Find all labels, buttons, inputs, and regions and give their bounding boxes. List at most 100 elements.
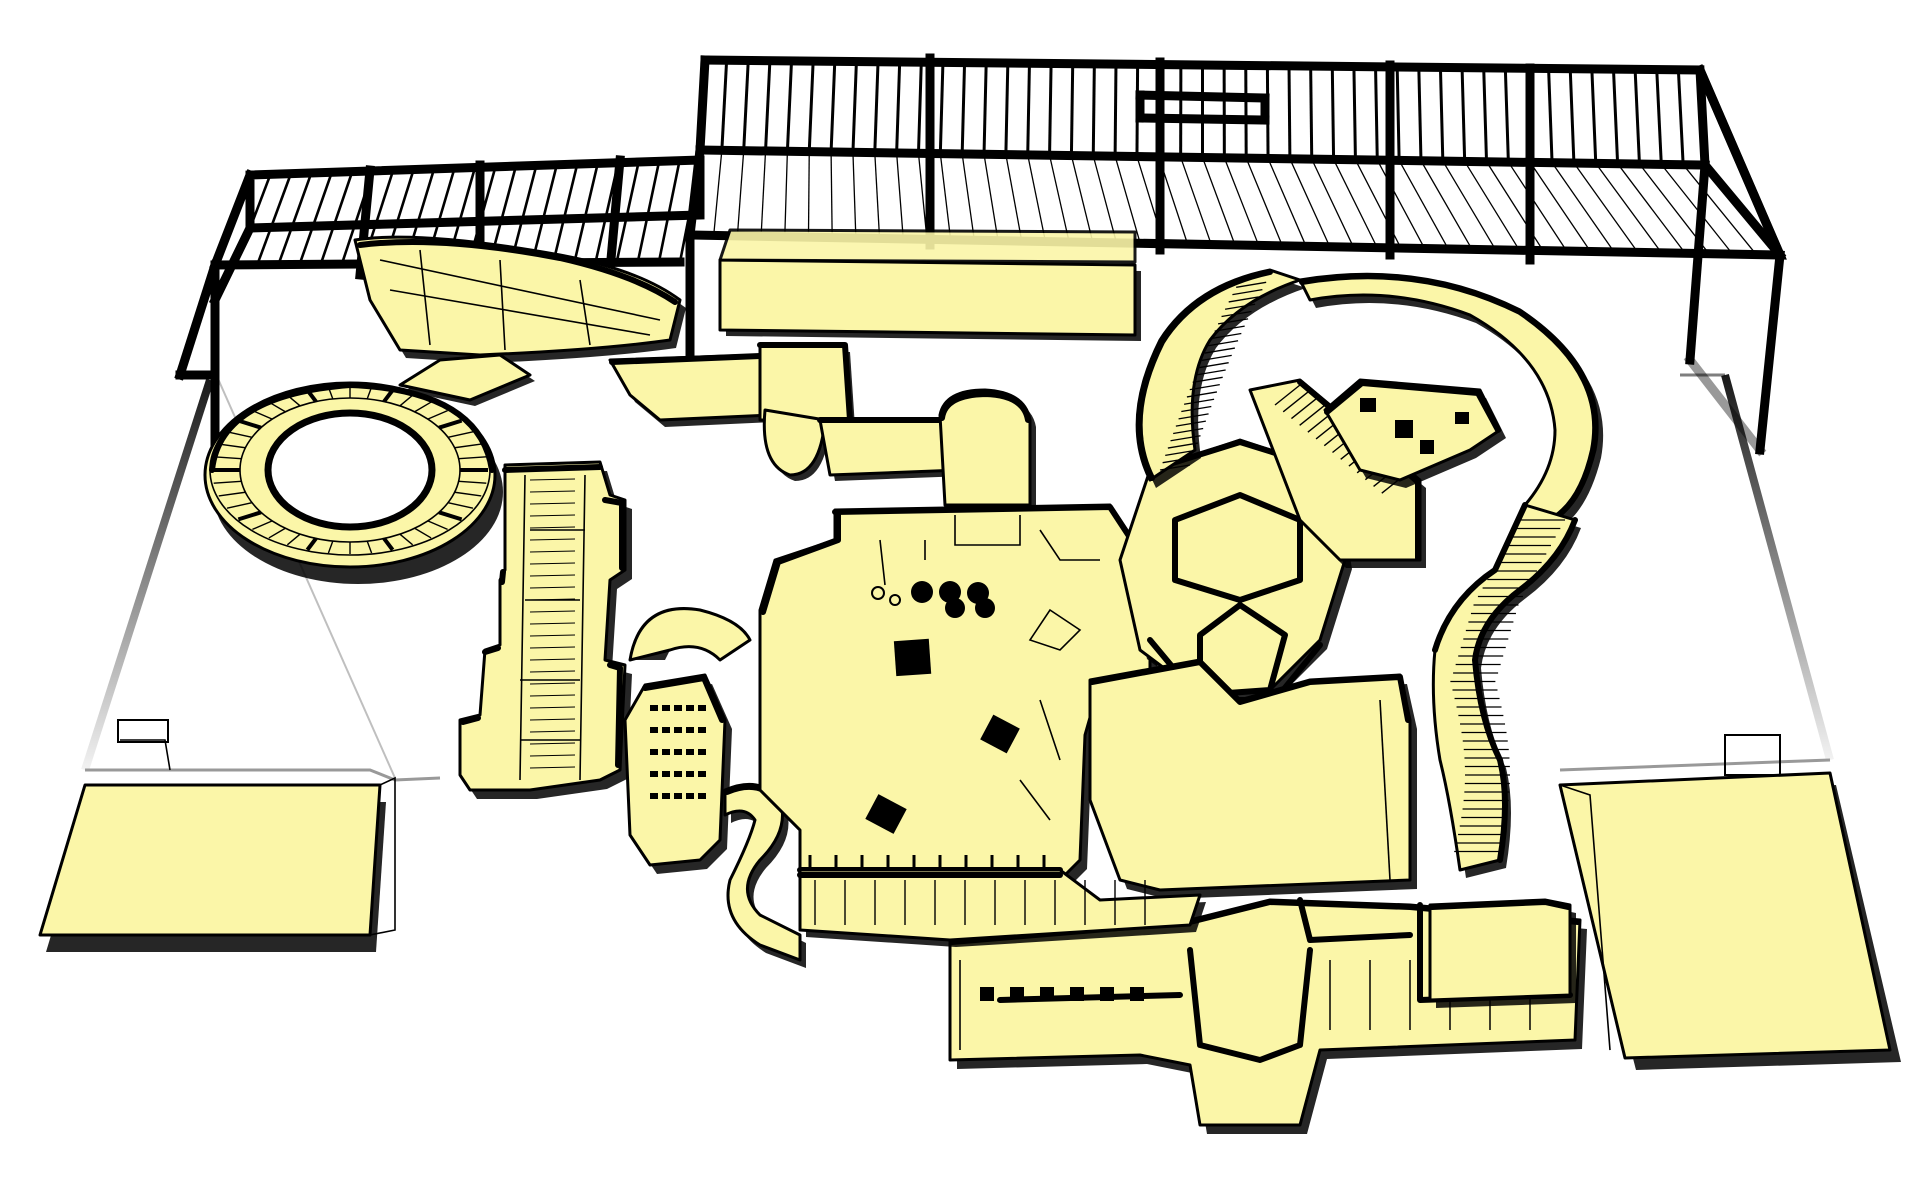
structural-line [529, 622, 576, 625]
wall-block [980, 987, 994, 1001]
structural-line [1198, 362, 1229, 369]
structural-line [1633, 69, 1641, 165]
structural-line [573, 163, 599, 263]
structural-line [736, 150, 745, 236]
structural-line [1638, 163, 1710, 255]
structural-line [1201, 157, 1236, 246]
structural-line [414, 527, 432, 539]
structural-line [873, 61, 880, 153]
structural-line [1175, 420, 1206, 427]
wall-block [662, 793, 670, 799]
wall-block [1070, 987, 1084, 1001]
structural-line [1180, 156, 1212, 245]
structural-line [1201, 354, 1232, 362]
structural-line [529, 610, 576, 613]
structural-line [237, 418, 262, 430]
wall-block [698, 793, 706, 799]
structural-line [529, 598, 576, 601]
structural-line [447, 502, 474, 509]
structural-line [252, 520, 273, 531]
structural-line [1048, 155, 1070, 243]
structural-line [1482, 67, 1489, 162]
structural-line [1207, 340, 1239, 347]
wall-block [650, 771, 658, 777]
structural-line [1311, 158, 1355, 248]
structural-line [1330, 66, 1336, 160]
structural-line [874, 152, 881, 239]
structural-line [1267, 158, 1307, 247]
structural-line [1070, 155, 1094, 243]
wall-block [686, 771, 694, 777]
structural-line [1398, 160, 1449, 250]
structural-line [213, 480, 242, 484]
structural-line [1162, 457, 1193, 464]
ship-structure [1323, 378, 1506, 488]
structural-line [382, 537, 395, 552]
structural-line [1183, 398, 1215, 405]
structural-line [742, 60, 750, 151]
structural-line [1236, 281, 1267, 288]
structural-line [1460, 67, 1467, 162]
connector-left [608, 342, 965, 481]
structural-line [851, 61, 858, 153]
wall-block [674, 727, 682, 733]
structural-line [1309, 66, 1314, 160]
structural-line [1590, 68, 1598, 164]
structural-line [1660, 163, 1734, 255]
wall-block [686, 705, 694, 711]
wall-block [650, 793, 658, 799]
wall-block [674, 749, 682, 755]
structural-line [1395, 66, 1401, 161]
structural-line [529, 706, 576, 709]
wall-block [698, 705, 706, 711]
structural-line [1507, 161, 1568, 252]
structural-line [916, 62, 923, 154]
structural-line [529, 766, 576, 769]
winding-path-right [1431, 502, 1581, 878]
structural-line [454, 491, 482, 497]
structural-line [1568, 68, 1576, 164]
seating-hall [623, 673, 732, 874]
wall-block [698, 771, 706, 777]
structural-line [1091, 63, 1096, 156]
tanks [871, 581, 995, 618]
structural-line [1027, 154, 1047, 242]
structural-line [1611, 69, 1620, 164]
structural-line [1529, 162, 1591, 252]
structural-line [961, 153, 975, 241]
spiral-arm [1135, 268, 1306, 488]
structural-line [298, 171, 334, 265]
ring-link [398, 353, 535, 406]
curved-canopy [628, 607, 752, 662]
structural-line [529, 730, 576, 733]
structural-line [454, 443, 482, 449]
structural-line [286, 394, 301, 407]
structural-line [760, 150, 767, 237]
structural-line [438, 510, 463, 522]
structural-line [438, 418, 463, 430]
structural-line [1159, 464, 1191, 471]
structural-line [1547, 68, 1554, 163]
wall-block [662, 749, 670, 755]
structural-line [1442, 160, 1497, 251]
structural-line [1167, 442, 1198, 449]
structural-line [218, 443, 246, 449]
structural-line [1417, 67, 1423, 161]
structural-line [1282, 391, 1309, 413]
top-center-slab [718, 228, 1141, 341]
structural-line [213, 456, 242, 460]
parking-lot-right [1558, 734, 1901, 1070]
wall-block [674, 705, 682, 711]
structural-line [427, 520, 448, 531]
structural-line [530, 164, 559, 264]
structural-line [1204, 347, 1235, 354]
structural-line [1069, 63, 1075, 156]
steel-frame-structure [174, 53, 1787, 457]
structural-line [458, 480, 487, 484]
wall-block [650, 705, 658, 711]
wall-block [674, 771, 682, 777]
top-left-gallery [353, 235, 686, 363]
structural-line [1092, 155, 1118, 243]
wall-block [650, 749, 658, 755]
